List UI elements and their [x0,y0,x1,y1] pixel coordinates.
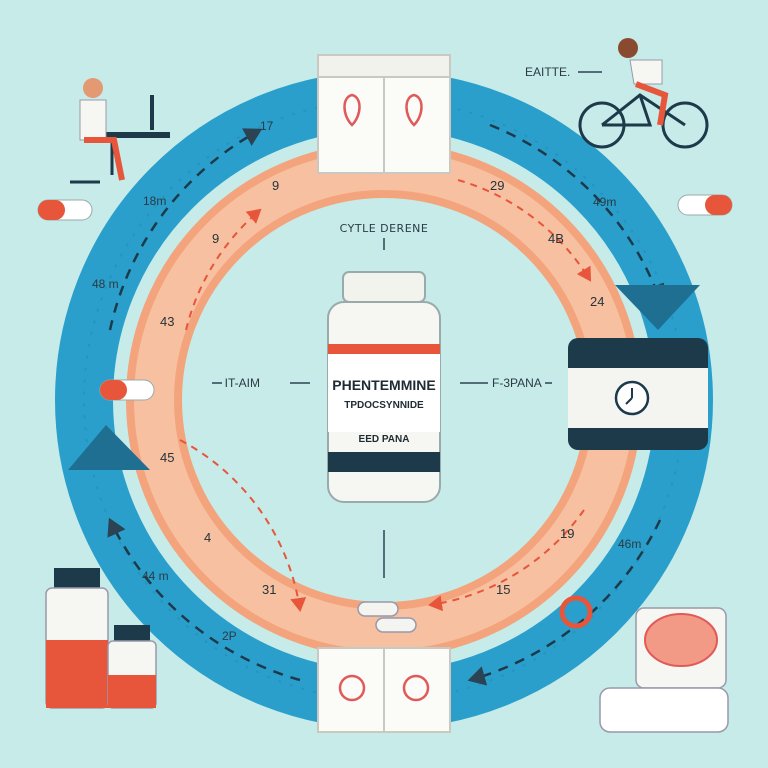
outer-label-6: 49m [593,195,616,209]
left-label: IT-AIM [225,376,260,390]
medicine-bottles-icon [45,568,157,709]
jar-label-line3: EED PANA [359,434,410,445]
brain-container-icon [599,607,729,733]
ring-icon [559,595,593,629]
inner-label-d: 45 [160,450,174,465]
inner-label-c: 43 [160,314,174,329]
inner-label-j: 4B [548,231,564,246]
right-label: F-3PANA [492,376,542,390]
jar-label-line2: TPDOCSYNNIDE [344,400,424,411]
outer-label-7: 46m [618,537,641,551]
jar-label-line1: PHENTEMMINE [332,377,435,393]
outer-label-1: 17 [260,119,274,133]
top-card [317,54,451,174]
outer-label-2: 18m [143,194,166,208]
organ-icon [338,674,366,702]
organ-icon [402,674,430,702]
inner-label-f: 31 [262,582,276,597]
inner-label-e: 4 [204,530,211,545]
person-at-computer-icon [70,78,170,184]
outer-arrowhead-right [615,285,700,330]
organ-icon [405,93,423,127]
inner-label-b: 9 [212,231,219,246]
bottom-card [317,647,451,733]
inner-label-a: 9 [272,178,279,193]
outer-label-5: 2P [222,629,237,643]
inner-label-g: 15 [496,582,510,597]
cyclist-label: EAITTE. [525,65,570,79]
outer-arrowhead-left [68,425,150,470]
center-title: CYTLE DERENE [340,222,429,235]
outer-ring-arrows [107,123,665,686]
inner-label-i: 29 [490,178,504,193]
cyclist-icon [578,38,709,149]
inner-ring-arrows [179,179,592,612]
inner-label-k: 24 [590,294,604,309]
outer-label-4: 44 m [142,569,169,583]
pill-jar: PHENTEMMINE TPDOCSYNNIDE EED PANA [327,271,441,503]
timer-box [568,338,708,450]
outer-label-3: 48 m [92,277,119,291]
capsule-pill-icon [37,199,93,221]
capsule-pill-icon [357,601,417,633]
capsule-pill-icon [677,194,733,216]
capsule-pill-icon [99,379,155,401]
organ-icon [343,93,361,127]
inner-label-h: 19 [560,526,574,541]
